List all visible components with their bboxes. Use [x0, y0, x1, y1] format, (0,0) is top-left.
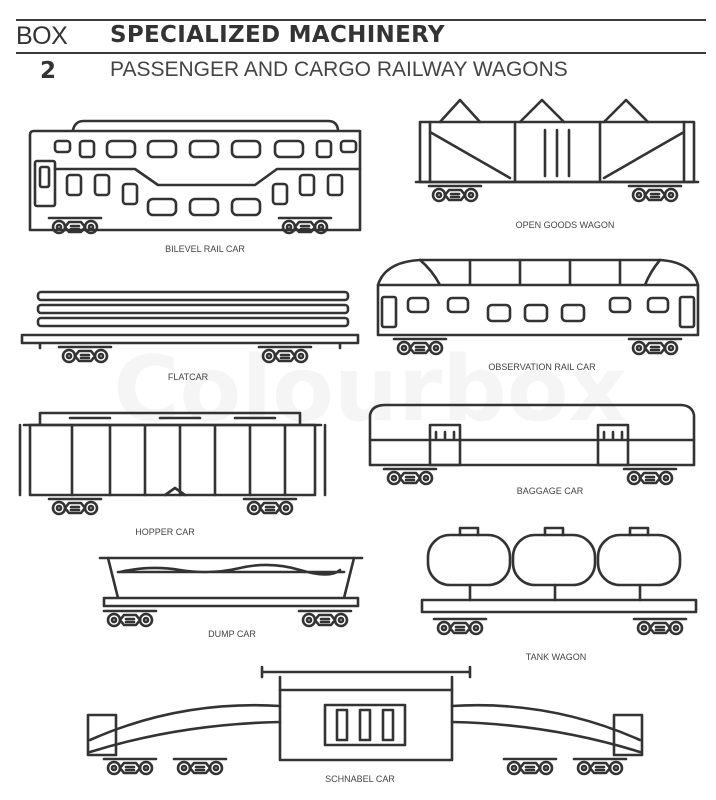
hopper-car: HOPPER CAR: [18, 411, 327, 537]
bilevel-rail-car: BILEVEL RAIL CAR: [28, 119, 362, 254]
wagon-label: DUMP CAR: [208, 629, 256, 639]
page-title: SPECIALIZED MACHINERY: [110, 22, 445, 48]
observation-rail-car: OBSERVATION RAIL CAR: [376, 258, 700, 372]
schnabel-car: SCHNABEL CAR: [86, 665, 644, 784]
wagon-label: SCHNABEL CAR: [325, 774, 395, 784]
header-top-rule: [16, 19, 706, 21]
dump-car: DUMP CAR: [98, 556, 364, 639]
box-label: BOX: [16, 22, 68, 50]
flatcar: FLATCAR: [20, 290, 360, 382]
box-number: 2: [40, 58, 57, 84]
wagon-label: OBSERVATION RAIL CAR: [488, 362, 596, 372]
wagon-label: OPEN GOODS WAGON: [516, 220, 615, 230]
tank-wagon: TANK WAGON: [420, 526, 698, 662]
wagon-label: HOPPER CAR: [135, 527, 195, 537]
wagon-label: FLATCAR: [168, 372, 209, 382]
header-mid-rule: [16, 52, 706, 54]
page-subtitle: PASSENGER AND CARGO RAILWAY WAGONS: [110, 58, 568, 81]
open-goods-wagon: OPEN GOODS WAGON: [414, 98, 700, 230]
wagon-label: TANK WAGON: [526, 652, 587, 662]
baggage-car: BAGGAGE CAR: [368, 403, 696, 496]
wagon-label: BAGGAGE CAR: [517, 486, 584, 496]
wagon-label: BILEVEL RAIL CAR: [165, 244, 245, 254]
